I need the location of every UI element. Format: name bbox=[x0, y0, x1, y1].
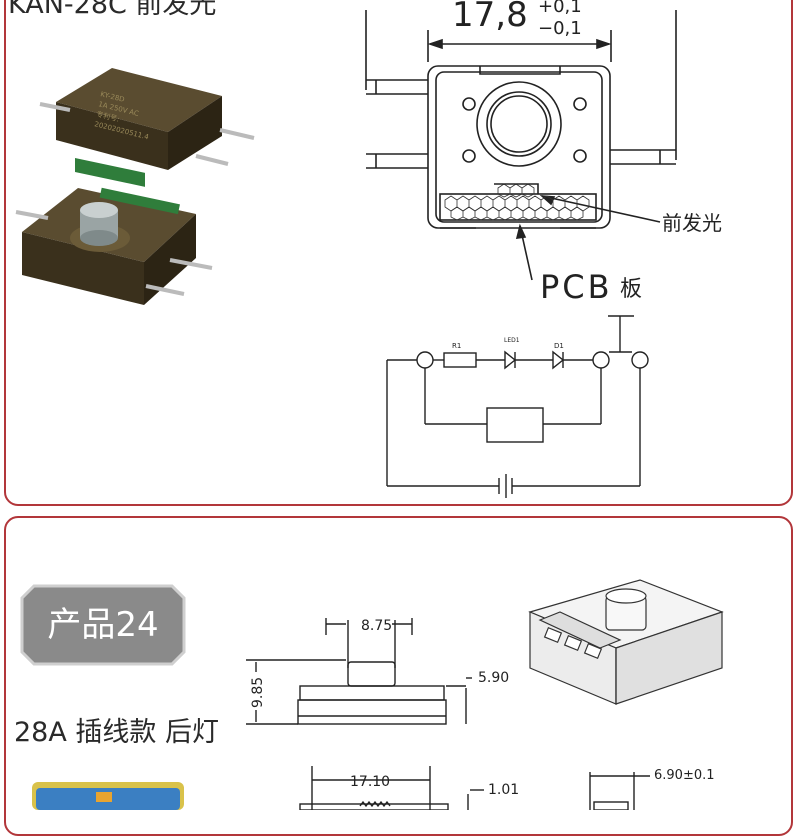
dim-side-width: 6.90±0.1 bbox=[654, 768, 715, 783]
dim-height-total: 9.85 bbox=[250, 677, 266, 708]
dim-width-bottom: 17.10 bbox=[350, 774, 390, 790]
product-render-top: KY-28D 1A 250V AC 专利号: 20202020511.4 bbox=[15, 0, 722, 498]
circuit-schematic bbox=[386, 315, 649, 498]
product-badge-label: 产品24 bbox=[47, 605, 159, 645]
callout-pcb-suffix: 板 bbox=[620, 277, 642, 302]
switch-render-open bbox=[15, 187, 213, 305]
dimension-tol-minus: −0,1 bbox=[538, 18, 582, 39]
dim-thickness: 1.01 bbox=[488, 782, 519, 798]
dim-width-top: 8.75 bbox=[361, 618, 392, 634]
callout-pcb: PCB bbox=[540, 268, 613, 306]
dim-height-body: 5.90 bbox=[478, 670, 509, 686]
honeycomb-pcb bbox=[444, 183, 590, 221]
resistor-label: R1 bbox=[452, 342, 461, 350]
product-badge bbox=[20, 584, 186, 666]
switch-side-drawings: 8.75 9.85 5.90 17.10 1.01 6.90±0.1 bbox=[32, 579, 724, 810]
switch-top-view-drawing bbox=[365, 10, 677, 281]
product-heading: KAN-28C 前发光 bbox=[8, 0, 217, 20]
diode-label: D1 bbox=[554, 342, 564, 350]
variant-label: 28A 插线款 后灯 bbox=[14, 717, 219, 748]
dimension-tol-plus: +0,1 bbox=[538, 0, 582, 17]
dimension-main: 17,8 bbox=[452, 0, 528, 35]
side-view-drawing bbox=[246, 618, 650, 810]
switch-color-render bbox=[32, 782, 184, 810]
callout-front-light: 前发光 bbox=[662, 211, 722, 235]
switch-isometric-render bbox=[528, 579, 724, 705]
led-label: LED1 bbox=[504, 337, 520, 344]
switch-render-closed: KY-28D 1A 250V AC 专利号: 20202020511.4 bbox=[39, 68, 255, 187]
